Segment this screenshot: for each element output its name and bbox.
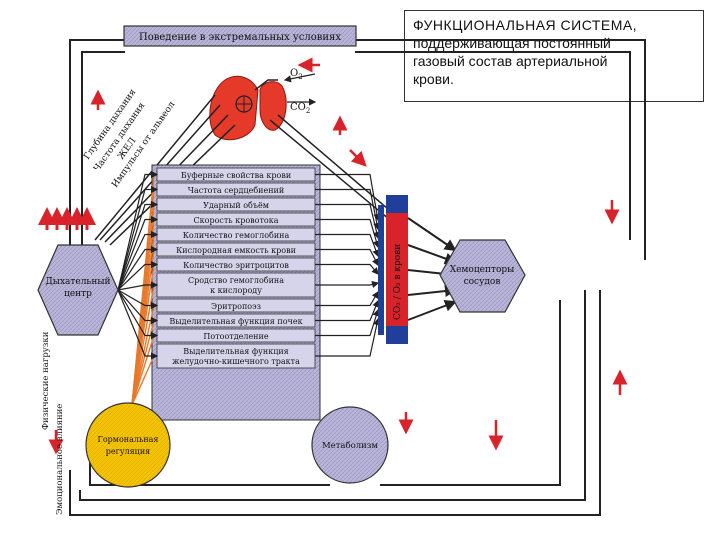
factor-label: Ударный объём <box>203 201 269 210</box>
blue-block-bottom <box>386 326 408 344</box>
hormonal-label-1: Гормональная <box>98 435 159 444</box>
chemoreceptors-label-1: Хемоцепторы <box>450 265 515 275</box>
hormonal-to-factor-line <box>131 355 155 406</box>
red-arrows <box>48 57 628 455</box>
factor-to-blood-line <box>315 290 379 307</box>
factor-to-blood-line <box>315 188 381 231</box>
blue-block-top <box>386 195 408 213</box>
resp-to-factor-line <box>117 289 159 310</box>
respiratory-center-label-1: Дыхательный <box>45 277 110 287</box>
metabolism <box>311 406 389 484</box>
blue-block-left <box>378 205 384 335</box>
factor-label: Количество гемоглобина <box>183 231 290 240</box>
factor-box <box>156 343 316 369</box>
extreme-behavior-box <box>123 25 357 47</box>
emotional-label: Эмоциональное влияние <box>55 404 65 515</box>
red-up-arrows <box>38 207 96 230</box>
respiratory-center-label-2: центр <box>64 289 92 299</box>
factor-to-blood-line <box>315 233 380 258</box>
physical-load-label: Физические нагрузки <box>41 331 51 430</box>
feedback-loops <box>69 39 646 516</box>
hormonal-to-factor-line <box>131 335 155 406</box>
respiratory-center <box>37 244 119 336</box>
factor-to-blood-line <box>315 308 380 337</box>
factor-label: Кислородная емкость крови <box>176 246 296 255</box>
factor-to-blood-line <box>315 299 380 322</box>
resp-to-factor-line <box>117 230 159 291</box>
factor-to-blood-line <box>315 203 381 240</box>
resp-to-factor-line <box>117 289 159 325</box>
lung-co2-label: CO2 <box>290 102 310 115</box>
blood-gas-label: CO₂ / O₂ в крови <box>393 244 403 320</box>
blood-gas-bar <box>386 213 408 326</box>
resp-to-factor-line <box>117 185 159 291</box>
hormonal-to-factor-line <box>131 320 155 406</box>
title-heading: ФУНКЦИОНАЛЬНАЯ СИСТЕМА, <box>413 17 638 33</box>
lung-icon <box>209 75 287 141</box>
resp-to-factor-line <box>117 289 159 340</box>
factor-label: Выделительная функция почек <box>169 317 302 326</box>
factor-label: Количество эритроцитов <box>183 261 289 270</box>
factor-to-blood-line <box>315 173 381 222</box>
metabolism-label: Метаболизм <box>322 440 378 451</box>
factor-box <box>156 272 316 298</box>
factor-to-blood-line <box>315 248 379 267</box>
resp-to-factor-line <box>117 281 159 291</box>
blue-to-hex <box>407 217 457 321</box>
title-line-3: крови. <box>413 71 454 87</box>
resp-to-factor-line <box>117 215 159 291</box>
resp-to-factor-line <box>117 260 159 291</box>
resp-to-factor-line <box>117 200 159 291</box>
black-fan <box>117 170 159 360</box>
factor-label: Буферные свойства крови <box>181 171 291 180</box>
factor-to-blood-line <box>315 263 379 275</box>
factor-label: Скорость кровотока <box>194 216 279 225</box>
factor-to-blood-line <box>315 218 380 249</box>
factor-label: Частота сердцебиений <box>188 186 284 195</box>
resp-to-factor-line <box>117 289 159 360</box>
resp-to-factor-line <box>117 245 159 291</box>
factor-to-blood-line <box>315 317 381 357</box>
title-box: ФУНКЦИОНАЛЬНАЯ СИСТЕМА, поддерживающая п… <box>404 10 704 102</box>
factor-to-blood-line <box>315 280 380 288</box>
title-line-2: газовый состав артериальной <box>413 53 608 69</box>
chemoreceptors-label-2: сосудов <box>464 277 501 287</box>
factor-label: Эритропоэз <box>211 302 261 311</box>
extreme-behavior-label: Поведение в экстремальных условиях <box>139 32 341 43</box>
factor-label: Потоотделение <box>203 332 268 341</box>
lung-to-blue <box>269 114 396 221</box>
right-fan <box>315 173 381 357</box>
hormonal-regulation <box>85 402 171 488</box>
o2-arrow <box>283 73 316 83</box>
resp-to-factor-line <box>117 170 159 291</box>
chemoreceptors <box>439 239 526 313</box>
hormonal-label-2: регуляция <box>106 447 150 456</box>
